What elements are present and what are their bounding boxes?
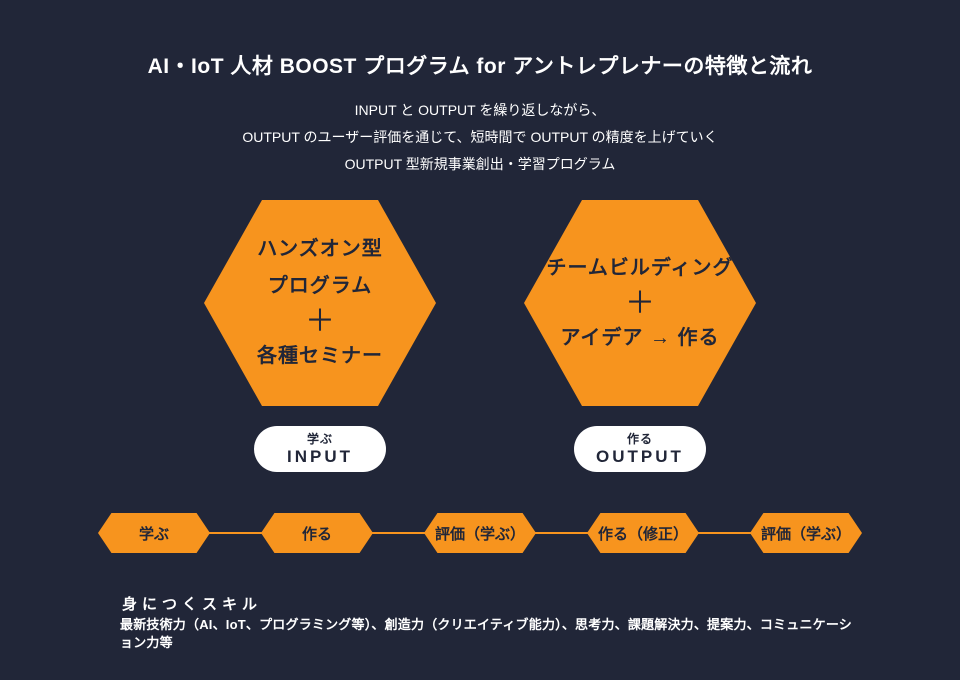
- input-hexagon-line: 各種セミナー: [257, 345, 383, 367]
- flow-step-4: 作る（修正）: [587, 513, 699, 553]
- plus-icon: ＋: [305, 305, 335, 338]
- process-flow: 学ぶ 作る 評価（学ぶ） 作る（修正） 評価（学ぶ）: [98, 513, 862, 553]
- output-badge: 作る OUTPUT: [574, 426, 706, 472]
- flow-step-2: 作る: [261, 513, 373, 553]
- page-title: AI・IoT 人材 BOOST プログラム for アントレプレナーの特徴と流れ: [147, 55, 813, 78]
- output-badge-en-label: OUTPUT: [596, 446, 684, 466]
- output-hexagon-line: チームビルディング: [546, 256, 734, 279]
- subtitle-block: INPUT と OUTPUT を繰り返しながら、 OUTPUT のユーザー評価を…: [0, 97, 960, 178]
- subtitle-line-1: INPUT と OUTPUT を繰り返しながら、: [354, 102, 606, 118]
- skills-description: 最新技術力（AI、IoT、プログラミング等）、創造力（クリエイティブ能力）、思考…: [120, 617, 852, 650]
- flow-step-3: 評価（学ぶ）: [424, 513, 536, 553]
- input-badge-en-label: INPUT: [287, 446, 353, 466]
- input-hexagon-line: ハンズオン型: [257, 238, 383, 260]
- subtitle-line-2: OUTPUT のユーザー評価を通じて、短時間で OUTPUT の精度を上げていく: [242, 129, 718, 145]
- flow-steps: 学ぶ 作る 評価（学ぶ） 作る（修正） 評価（学ぶ）: [98, 513, 862, 553]
- output-hexagon-line: アイデア → 作る: [560, 326, 720, 349]
- flow-step-1: 学ぶ: [98, 513, 210, 553]
- input-hexagon-line: プログラム: [267, 275, 373, 297]
- plus-icon: ＋: [625, 286, 655, 320]
- input-badge-jp-label: 学ぶ: [306, 431, 333, 446]
- output-hexagon: チームビルディング ＋ アイデア → 作る: [524, 200, 756, 406]
- flow-step-5: 評価（学ぶ）: [750, 513, 862, 553]
- input-badge: 学ぶ INPUT: [254, 426, 386, 472]
- input-hexagon: ハンズオン型 プログラム ＋ 各種セミナー: [204, 200, 436, 406]
- output-badge-jp-label: 作る: [626, 431, 653, 446]
- subtitle-line-3: OUTPUT 型新規事業創出・学習プログラム: [344, 156, 616, 172]
- skills-heading: 身につくスキル: [122, 596, 263, 613]
